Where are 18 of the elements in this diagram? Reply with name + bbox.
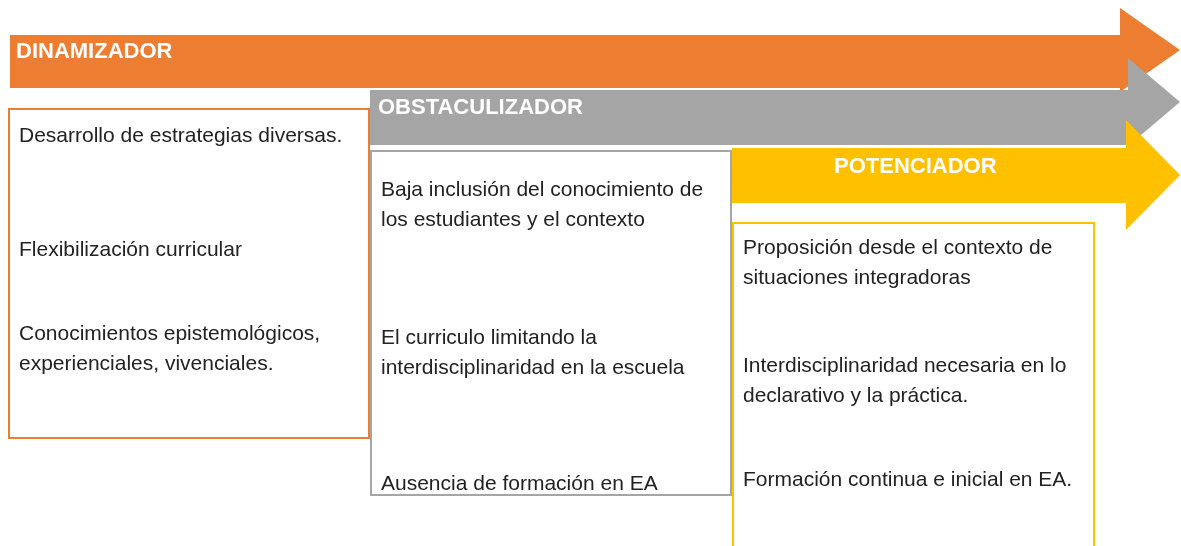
- text-box: [732, 222, 1095, 546]
- body-text: Proposición desde el contexto de situaciones integradoras: [743, 234, 1054, 290]
- body-text: Flexibilización curricular: [19, 236, 243, 262]
- body-text: Conocimientos epistemológicos, experienciales, vivenciales.: [19, 320, 322, 376]
- body-text: Baja inclusión del conocimiento de los estudiantes y el contexto: [381, 176, 705, 232]
- body-text: Formación continua e inicial en EA.: [743, 466, 1074, 492]
- body-text: El curriculo limitando la interdisciplinaridad en la escuela: [381, 324, 686, 380]
- body-text: Interdisciplinaridad necesaria en lo declarativo y la práctica.: [743, 352, 1068, 408]
- text-box: [8, 108, 370, 439]
- arrow-banner: [10, 8, 1180, 92]
- banner-title: DINAMIZADOR: [16, 38, 173, 64]
- arrow-banner: [732, 120, 1180, 230]
- text-box: [370, 150, 732, 496]
- banner-title: OBSTACULIZADOR: [378, 94, 583, 120]
- body-text: Ausencia de formación en EA: [381, 470, 659, 496]
- arrow-banner: [370, 58, 1180, 146]
- body-text: Desarrollo de estrategias diversas.: [19, 122, 344, 148]
- banner-title: POTENCIADOR: [834, 153, 997, 179]
